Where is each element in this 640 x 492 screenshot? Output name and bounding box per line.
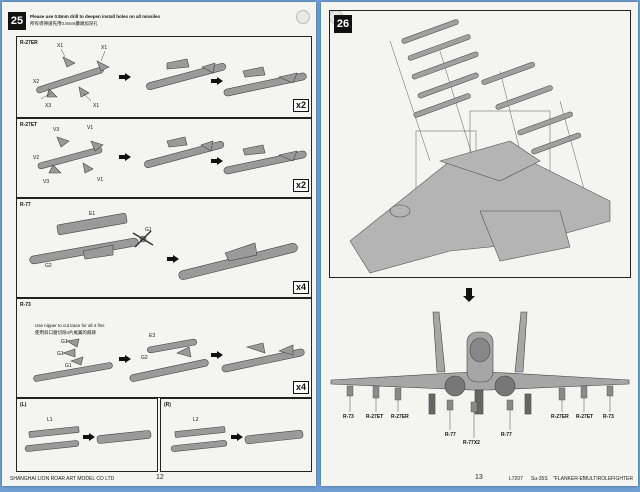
weapon-label: R-27ET — [366, 414, 384, 420]
r73-note-en: Use nipper to cut trace for all 4 fins — [35, 323, 105, 328]
part-label: V3 — [53, 127, 60, 133]
step-number-badge: 25 — [8, 12, 26, 30]
r73-diagram — [33, 338, 305, 382]
section-title: R-73 — [20, 302, 31, 308]
step-arrow — [211, 157, 223, 165]
kit-code: L7207 — [509, 476, 523, 482]
part-label: E1 — [89, 211, 96, 217]
quantity-badge: x4 — [293, 381, 310, 394]
part-label: E3 — [149, 333, 156, 339]
weapon-label: R-77 — [445, 432, 456, 438]
drill-instruction-cn: 所有導彈請先用0.8mm鑽頭加深孔 — [30, 21, 98, 26]
section-r73: R-73 Use nipper to cut trace for all 4 f… — [16, 298, 312, 398]
front-view-aircraft — [330, 311, 630, 438]
quantity-badge: x4 — [293, 281, 310, 294]
page-number: 13 — [475, 474, 483, 481]
part-label: L1 — [47, 417, 53, 423]
part-label: X1 — [101, 45, 108, 51]
kit-name: "FLANKER-E" — [553, 476, 585, 482]
r77-diagram — [29, 213, 298, 280]
step-arrow — [211, 351, 223, 359]
section-title: R-27ER — [20, 40, 38, 46]
quantity-badge: x2 — [293, 179, 310, 192]
drill-instruction-en: Please use 0.8mm drill to deepen install… — [30, 14, 161, 19]
r27er-diagram — [36, 48, 307, 102]
part-label: V1 — [87, 125, 94, 131]
weapon-label: R-27ER — [551, 414, 569, 420]
part-label: X1 — [93, 103, 100, 109]
section-r27et: R-27ET V3 V1 V2 V3 V1 x2 — [16, 118, 312, 198]
step-number-badge: 26 — [334, 15, 352, 33]
right-instruction-page: 26 — [321, 2, 638, 486]
step-arrow — [231, 433, 243, 441]
sub-assembly-left: (L) L1 — [16, 398, 158, 472]
part-label: L2 — [193, 417, 199, 423]
part-label: X1 — [57, 43, 64, 49]
r73-note-cn: 使用斜口鉗切除4片尾翼的痕跡 — [35, 330, 97, 335]
manufacturer-footer: SHANGHAI LION ROAR ART MODEL CO LTD — [10, 476, 115, 482]
step-arrow — [119, 153, 131, 161]
part-label: G2 — [141, 355, 148, 361]
weapon-label: R-77X2 — [463, 440, 480, 446]
weapon-label: R-73 — [603, 414, 614, 420]
sub-assembly-right: (R) L2 — [160, 398, 312, 472]
quantity-badge: x2 — [293, 99, 310, 112]
part-label: X2 — [33, 79, 40, 85]
step-arrow — [119, 73, 131, 81]
page-number: 12 — [156, 474, 164, 481]
binding-hole — [296, 10, 310, 24]
step-26-frame: 26 — [329, 10, 631, 278]
exploded-aircraft-view — [349, 19, 611, 274]
part-label: V2 — [33, 155, 40, 161]
left-rail-diagram — [24, 426, 152, 452]
section-title: R-77 — [20, 202, 31, 208]
step-arrow — [211, 77, 223, 85]
weapon-label: R-77 — [501, 432, 512, 438]
sub-title: (R) — [164, 402, 171, 408]
part-label: G1 — [57, 351, 64, 357]
down-arrow — [463, 288, 475, 302]
step-arrow — [119, 355, 131, 363]
part-label: G1 — [65, 363, 72, 369]
step-arrow — [83, 433, 95, 441]
weapon-label: R-27ET — [576, 414, 594, 420]
part-label: G1 — [145, 227, 152, 233]
sub-title: (L) — [20, 402, 27, 408]
kit-type: FIGHTER — [611, 476, 633, 482]
weapon-label: R-27ER — [391, 414, 409, 420]
step-arrow — [167, 255, 179, 263]
part-label: G2 — [45, 263, 52, 269]
section-r77: R-77 E1 G1 G2 x4 — [16, 198, 312, 298]
part-label: V1 — [97, 177, 104, 183]
weapon-label: R-73 — [343, 414, 354, 420]
kit-role: MULTIROLE — [583, 476, 612, 482]
left-instruction-page: 25 Please use 0.8mm drill to deepen inst… — [2, 2, 316, 486]
part-label: X3 — [45, 103, 52, 109]
part-label: V3 — [43, 179, 50, 185]
section-r27er: R-27ER X1 X1 X2 X3 X1 x2 — [16, 36, 312, 118]
section-title: R-27ET — [20, 122, 38, 128]
r27et-diagram — [37, 136, 307, 175]
part-label: G1 — [61, 339, 68, 345]
kit-model: Su-35S — [531, 476, 548, 482]
right-rail-diagram — [170, 426, 304, 452]
